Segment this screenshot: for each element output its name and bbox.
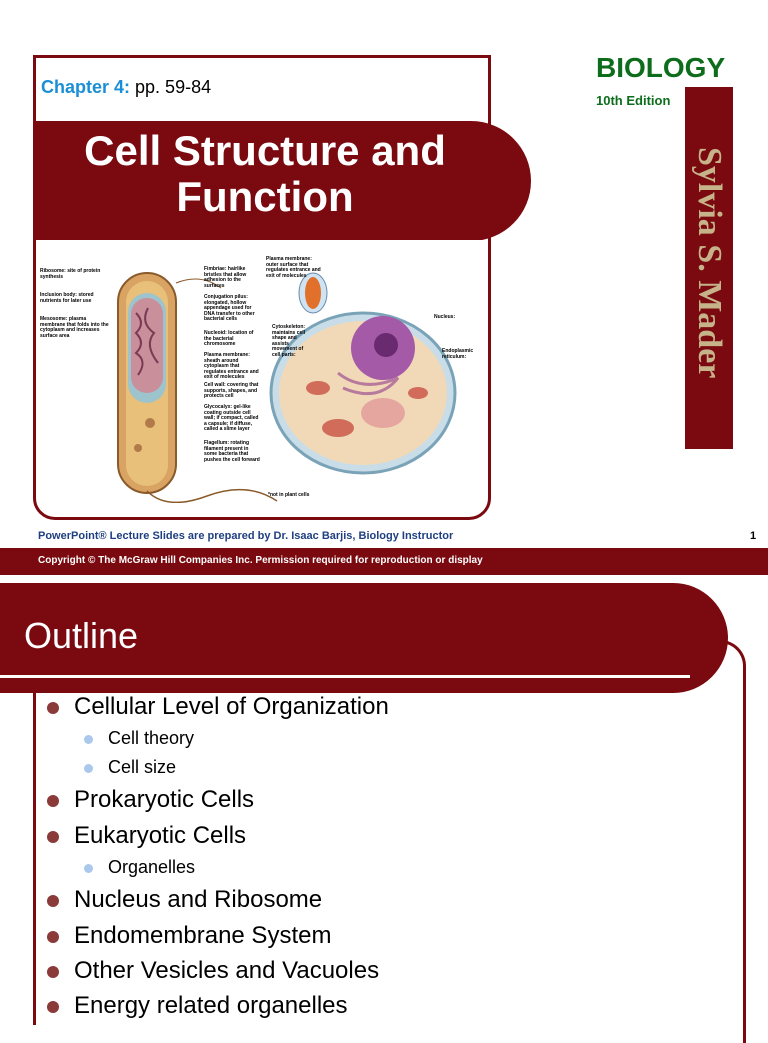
list-subitem: Organelles — [108, 857, 196, 877]
list-item: Nucleus and Ribosome — [74, 886, 323, 913]
bullet-icon — [47, 702, 59, 714]
label-plasma-membrane: Plasma membrane: sheath around cytoplasm… — [204, 352, 259, 380]
cells-drawing — [117, 272, 457, 504]
bullet-icon — [47, 1001, 59, 1013]
label-footnote: *not in plant cells — [268, 492, 310, 498]
label-ribosome: Ribosome: site of protein synthesis — [40, 268, 101, 280]
bullet-icon — [47, 966, 59, 978]
label-flagellum: Flagellum: rotating filament present in … — [204, 440, 260, 463]
list-item: Prokaryotic Cells — [74, 786, 255, 813]
copyright-text: Copyright © The McGraw Hill Companies In… — [38, 555, 483, 566]
title-slide: Chapter 4: pp. 59-84 Cell Structure and … — [0, 52, 768, 575]
list-subitem: Cell size — [108, 757, 177, 777]
book-brand: BIOLOGY — [596, 52, 726, 83]
chapter-pages: pp. 59-84 — [135, 77, 212, 97]
cell-illustration: Ribosome: site of protein synthesis Incl… — [38, 253, 482, 504]
label-inclusion-body: Inclusion body: stored nutrients for lat… — [40, 292, 94, 304]
list-item: Energy related organelles — [74, 992, 348, 1019]
bullet-icon — [47, 795, 59, 807]
copyright-bar: Copyright © The McGraw Hill Companies In… — [0, 548, 768, 575]
label-mesosome: Mesosome: plasma membrane that folds int… — [40, 316, 109, 339]
chapter-reference: Chapter 4: pp. 59-84 — [41, 77, 211, 98]
label-glycocalyx: Glycocalyx: gel-like coating outside cel… — [204, 404, 259, 432]
list-subitem: Cell theory — [108, 728, 195, 748]
title-divider — [0, 675, 690, 678]
list-item: Other Vesicles and Vacuoles — [74, 957, 380, 984]
list-item: Endomembrane System — [74, 922, 332, 949]
label-conjugation-pilus: Conjugation pilus: elongated, hollow app… — [204, 294, 255, 322]
label-cell-wall: Cell wall: covering that supports, shape… — [204, 382, 259, 399]
title-line-2: Function — [176, 173, 354, 220]
outline-slide: Outline Cellular Level of Organization C… — [0, 575, 768, 1043]
label-euk-plasma-membrane: Plasma membrane: outer surface that regu… — [266, 256, 321, 279]
label-nucleoid: Nucleoid: location of the bacterial chro… — [204, 330, 254, 347]
slide-title: Outline — [24, 615, 139, 656]
credit-line: PowerPoint® Lecture Slides are prepared … — [38, 530, 454, 542]
sub-bullet-icon — [84, 764, 93, 773]
bullet-icon — [47, 931, 59, 943]
label-nucleus: Nucleus: — [434, 314, 456, 320]
sub-bullet-icon — [84, 735, 93, 744]
prokaryote-cell-image — [117, 272, 278, 504]
title-band — [0, 583, 728, 693]
label-cytoskeleton: Cytoskeleton: maintains cell shape and a… — [272, 324, 306, 358]
bullet-icon — [47, 831, 59, 843]
chapter-label: Chapter 4: — [41, 77, 131, 97]
author-name: Sylvia S. Mader — [691, 147, 728, 379]
label-fimbriae: Fimbriae: hairlike bristles that allow a… — [204, 266, 247, 289]
sub-bullet-icon — [84, 864, 93, 873]
title-divider — [36, 240, 485, 243]
list-item: Eukaryotic Cells — [74, 822, 247, 849]
bullet-icon — [47, 895, 59, 907]
title-line-1: Cell Structure and — [84, 127, 446, 174]
author-banner — [685, 87, 733, 449]
page-number: 1 — [750, 530, 757, 542]
slide-title: Cell Structure and Function — [40, 128, 490, 220]
slide-frame-right — [600, 640, 746, 1043]
list-item: Cellular Level of Organization — [74, 693, 389, 720]
title-band — [33, 121, 531, 241]
slide-frame-left — [33, 685, 36, 1025]
eukaryote-cell-image — [269, 272, 457, 475]
book-edition: 10th Edition — [596, 93, 671, 108]
label-endoplasmic-reticulum: Endoplasmic reticulum: — [442, 348, 474, 360]
